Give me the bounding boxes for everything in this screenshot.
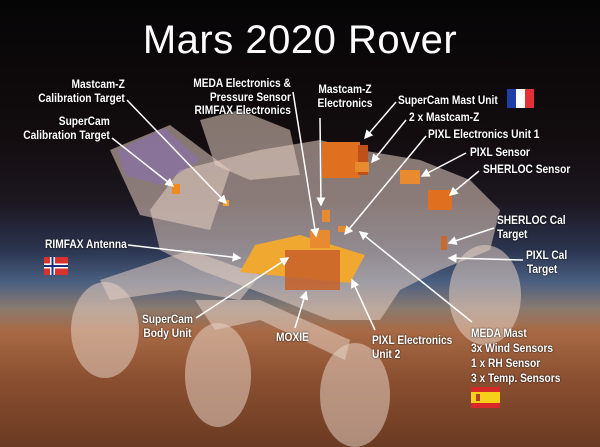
arrow-meda-mast <box>358 231 473 323</box>
arrow-mastcam-cal <box>126 99 228 205</box>
label-meda-mast: MEDA Mast 3x Wind Sensors 1 x RH Sensor … <box>471 326 560 386</box>
wheel <box>71 282 139 378</box>
norway-flag-icon <box>44 257 68 275</box>
wheel <box>449 245 521 345</box>
label-supercam-mast-unit: SuperCam Mast Unit <box>398 93 498 107</box>
label-line: MEDA Mast <box>471 326 527 340</box>
rover-mast <box>200 110 300 180</box>
arrow-supercam-mast <box>364 101 397 140</box>
label-line: SHERLOC Cal <box>497 213 566 227</box>
bogie-arm <box>195 300 350 360</box>
arrow-sherloc-sensor <box>448 170 480 196</box>
label-rimfax-antenna: RIMFAX Antenna <box>45 237 127 251</box>
label-line: Unit 2 <box>372 346 401 361</box>
label-line: Calibration Target <box>23 127 110 142</box>
label-sherloc-sensor: SHERLOC Sensor <box>483 162 571 176</box>
sherloc-sensor <box>428 190 452 210</box>
label-sherloc-cal-target: SHERLOC Cal Target <box>497 213 566 241</box>
page-title: Mars 2020 Rover <box>142 18 458 62</box>
arrow-sherloc-cal <box>447 227 495 245</box>
label-line: Pressure Sensor <box>209 89 291 104</box>
label-line: Mastcam-Z <box>318 82 372 96</box>
label-pixl-cal-target: PIXL Cal Target <box>526 248 568 276</box>
label-line: 3x Wind Sensors <box>471 341 554 355</box>
wheel <box>320 343 390 447</box>
label-line: Target <box>526 261 558 276</box>
label-supercam-calibration-target: SuperCam Calibration Target <box>23 114 110 142</box>
label-2x-mastcam-z: 2 x Mastcam-Z <box>409 110 480 124</box>
arrow-pixl-cal <box>447 253 524 263</box>
spain-flag-icon <box>471 387 500 408</box>
label-line: Mastcam-Z <box>71 77 125 91</box>
pixl-sensor <box>400 170 420 184</box>
arrow-pixl-eu2 <box>351 278 376 331</box>
label-line: 1 x RH Sensor <box>471 356 541 370</box>
arrow-mastcam-electronics <box>316 117 326 207</box>
label-line: Electronics <box>317 95 373 110</box>
label-pixl-electronics-unit-2: PIXL Electronics Unit 2 <box>372 333 453 361</box>
arrow-supercam-body <box>195 257 290 319</box>
supercam-mast-unit <box>322 142 360 178</box>
label-line: SuperCam <box>58 114 110 128</box>
label-mastcam-z-calibration-target: Mastcam-Z Calibration Target <box>38 77 125 105</box>
mastcam-z-cameras <box>355 162 369 172</box>
arrow-rimfax-antenna <box>127 244 242 262</box>
france-flag-icon <box>507 89 534 108</box>
label-moxie: MOXIE <box>276 330 309 344</box>
label-line: Calibration Target <box>38 90 125 105</box>
label-line: PIXL Electronics <box>372 333 453 347</box>
label-line: PIXL Cal <box>526 248 568 262</box>
label-line: Body Unit <box>143 325 192 340</box>
arrow-moxie <box>294 290 309 329</box>
label-line: 3 x Temp. Sensors <box>471 371 561 385</box>
arrow-supercam-cal <box>111 137 175 187</box>
label-line: Target <box>497 226 528 241</box>
label-mastcam-z-electronics: Mastcam-Z Electronics <box>311 82 379 110</box>
arrow-pixl-sensor <box>420 152 467 177</box>
arrow-meda-electronics <box>292 91 320 238</box>
label-line: SuperCam <box>141 312 194 326</box>
label-supercam-body-unit: SuperCam Body Unit <box>136 312 200 340</box>
arrow-pixl-eu1 <box>344 135 427 236</box>
label-pixl-electronics-unit-1: PIXL Electronics Unit 1 <box>428 127 540 141</box>
wheel <box>185 323 251 427</box>
label-line: MEDA Electronics & <box>193 76 291 90</box>
label-meda-electronics: MEDA Electronics & Pressure Sensor RIMFA… <box>193 76 291 118</box>
label-pixl-sensor: PIXL Sensor <box>470 145 530 159</box>
label-line: RIMFAX Electronics <box>194 103 291 117</box>
moxie <box>285 250 340 290</box>
arrow-mastcam-z <box>371 119 407 164</box>
